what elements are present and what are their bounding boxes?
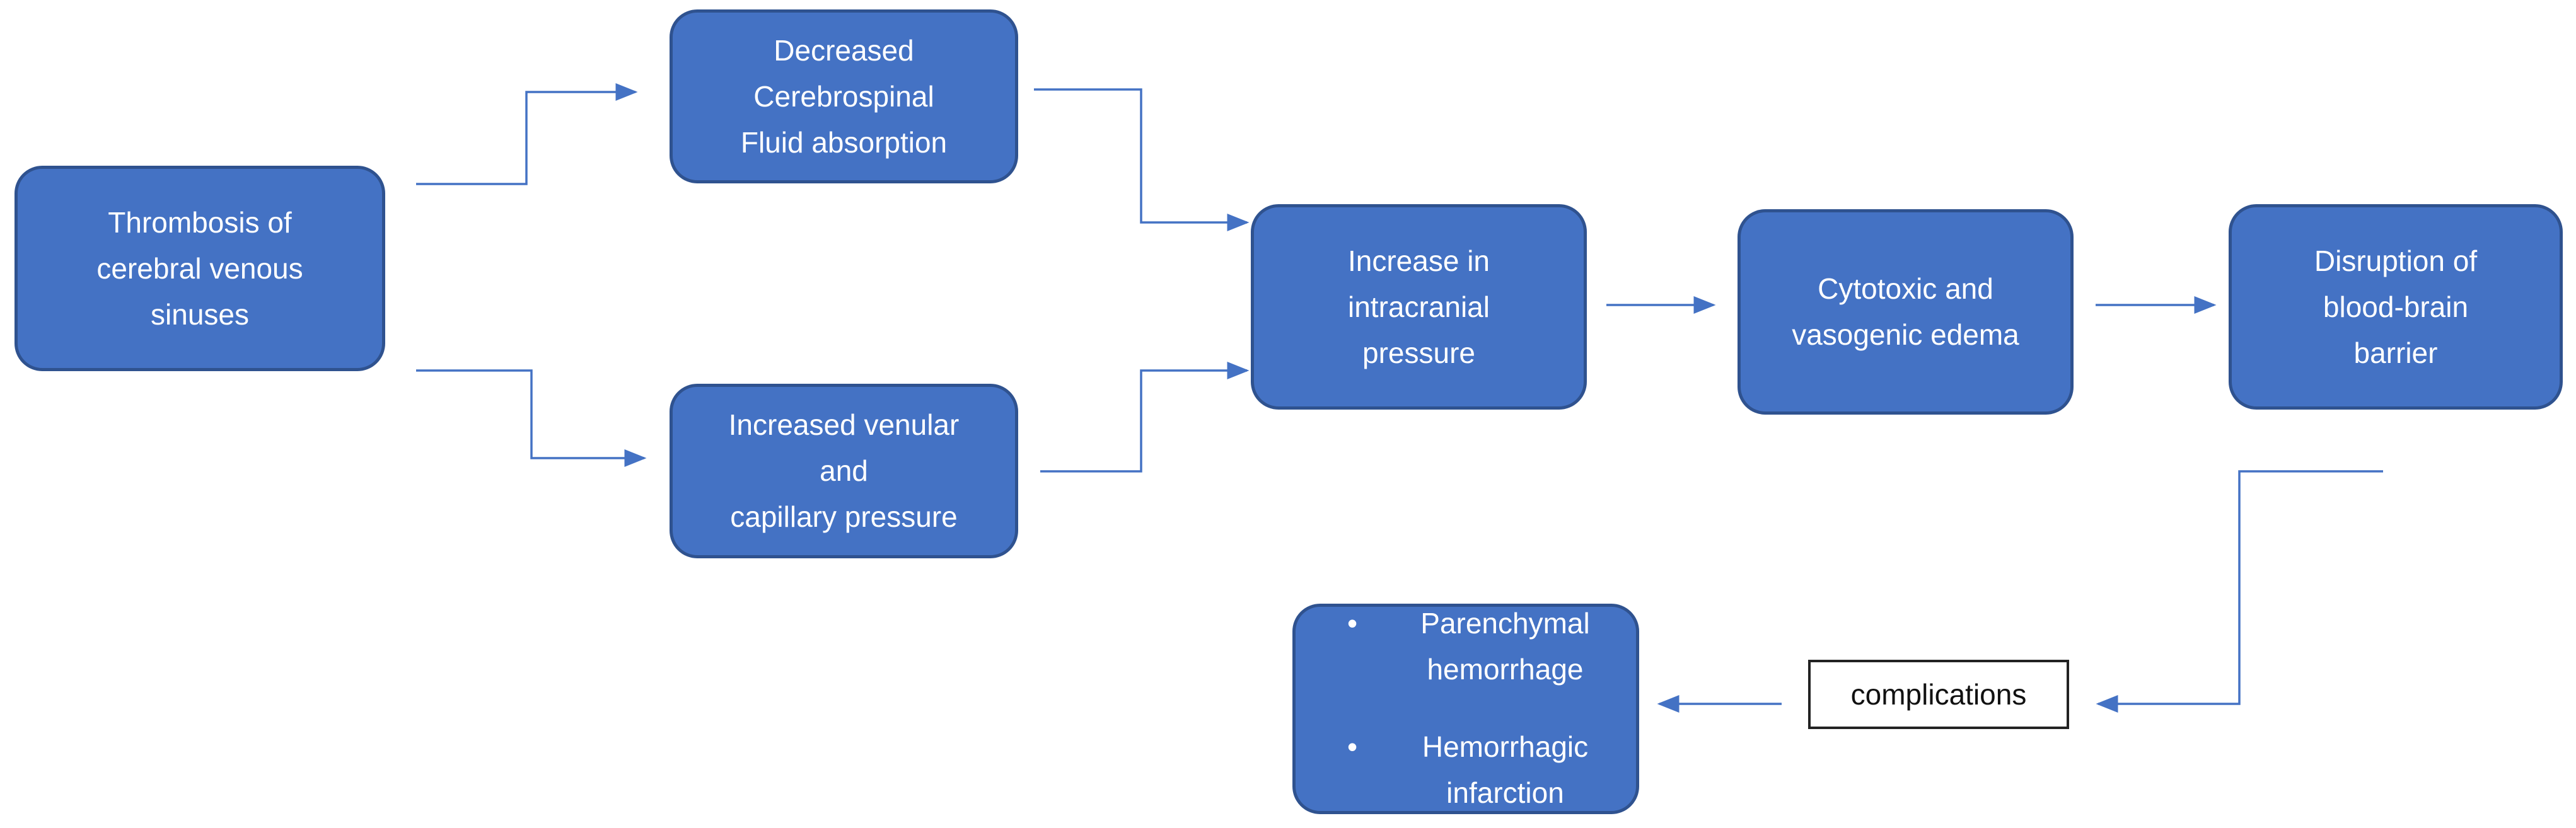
arrow-venular-to-icp xyxy=(1040,362,1250,473)
node-increased-venular: Increased venular and capillary pressure xyxy=(670,384,1018,558)
arrow-thrombosis-to-csf xyxy=(416,83,638,185)
bullet-marker: • xyxy=(1347,730,1358,763)
node-outcomes: • Parenchymal hemorrhage • Hemorrhagic i… xyxy=(1292,604,1639,814)
arrow-bbb-to-complications xyxy=(2096,470,2383,713)
node-edema: Cytotoxic and vasogenic edema xyxy=(1738,209,2074,415)
arrow-thrombosis-to-venular xyxy=(416,369,647,467)
node-thrombosis: Thrombosis of cerebral venous sinuses xyxy=(15,166,385,371)
node-decreased-csf: Decreased Cerebrospinal Fluid absorption xyxy=(670,9,1018,183)
node-increase-icp: Increase in intracranial pressure xyxy=(1251,204,1587,410)
node-disruption-bbb: Disruption of blood-brain barrier xyxy=(2229,204,2563,410)
arrow-csf-to-icp xyxy=(1034,88,1250,231)
bullet-marker: • xyxy=(1347,607,1358,640)
node-complications: complications xyxy=(1808,660,2069,729)
